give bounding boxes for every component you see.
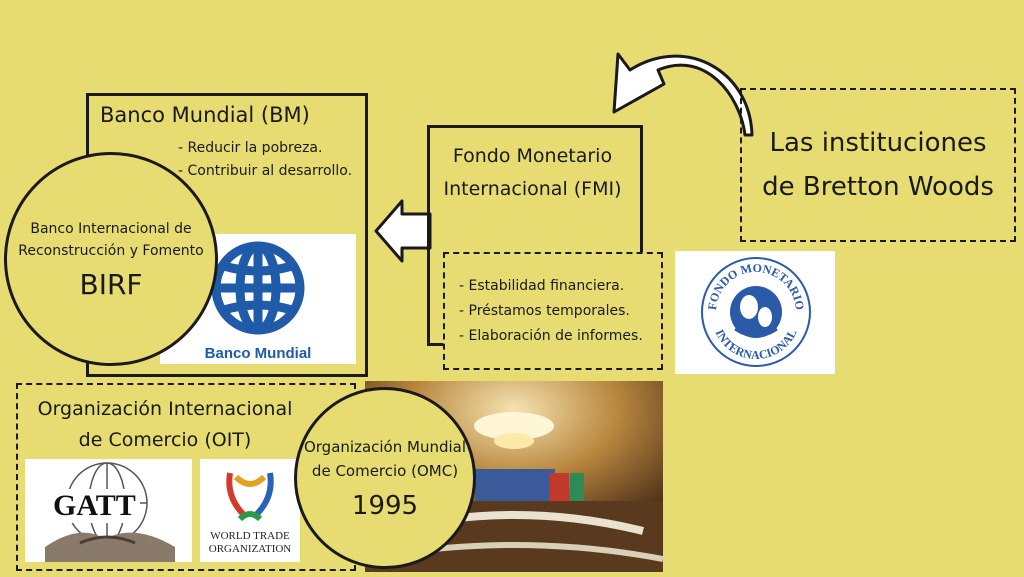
omc-year: 1995 (351, 491, 419, 521)
wto-logo: WORLD TRADE ORGANIZATION (200, 459, 300, 562)
omc-name-line-2: de Comercio (OMC) (311, 462, 459, 480)
banco-mundial-bullets: - Reducir la pobreza. - Contribuir al de… (178, 137, 352, 183)
fmi-functions-list: - Estabilidad financiera. - Préstamos te… (443, 252, 663, 370)
curved-arrow-icon (612, 52, 754, 137)
imf-seal-logo: FONDO MONETARIO INTERNACIONAL (675, 251, 835, 374)
bm-bullet-2: - Contribuir al desarrollo. (178, 163, 353, 179)
bretton-woods-box: Las instituciones de Bretton Woods (740, 88, 1016, 242)
fmi-bullet-3: - Elaboración de informes. (459, 328, 643, 344)
wto-logo-line-1: WORLD TRADE (210, 530, 290, 542)
fmi-bullet-2: - Préstamos temporales. (459, 303, 630, 319)
omc-circle: Organización Mundial de Comercio (OMC) 1… (294, 387, 476, 569)
gatt-logo-word: GATT (49, 489, 140, 523)
banco-mundial-title: Banco Mundial (BM) (100, 103, 310, 127)
bm-bullet-1: - Reducir la pobreza. (178, 140, 323, 156)
birf-circle: Banco Internacional de Reconstrucción y … (4, 152, 218, 366)
fmi-title-line-1: Fondo Monetario (452, 145, 613, 167)
gatt-logo: GATT (25, 459, 192, 562)
birf-name-line-2: Reconstrucción y Fomento (18, 242, 204, 259)
wto-logo-line-2: ORGANIZATION (208, 543, 292, 555)
oit-title-line-1: Organización Internacional (37, 398, 293, 420)
oit-title: Organización Internacional de Comercio (… (20, 394, 310, 456)
birf-name-line-1: Banco Internacional de (30, 220, 192, 237)
fmi-bullet-1: - Estabilidad financiera. (459, 278, 625, 294)
left-arrow-icon (374, 199, 432, 263)
omc-name-line-1: Organización Mundial (303, 438, 467, 456)
fmi-title: Fondo Monetario Internacional (FMI) (430, 140, 635, 206)
bretton-woods-line-2: de Bretton Woods (762, 172, 994, 202)
birf-abbreviation: BIRF (79, 267, 143, 301)
oit-title-line-2: de Comercio (OIT) (78, 429, 252, 451)
bretton-woods-line-1: Las instituciones (769, 128, 987, 158)
fmi-title-line-2: Internacional (FMI) (443, 178, 622, 200)
world-bank-logo-label: Banco Mundial (204, 345, 312, 362)
